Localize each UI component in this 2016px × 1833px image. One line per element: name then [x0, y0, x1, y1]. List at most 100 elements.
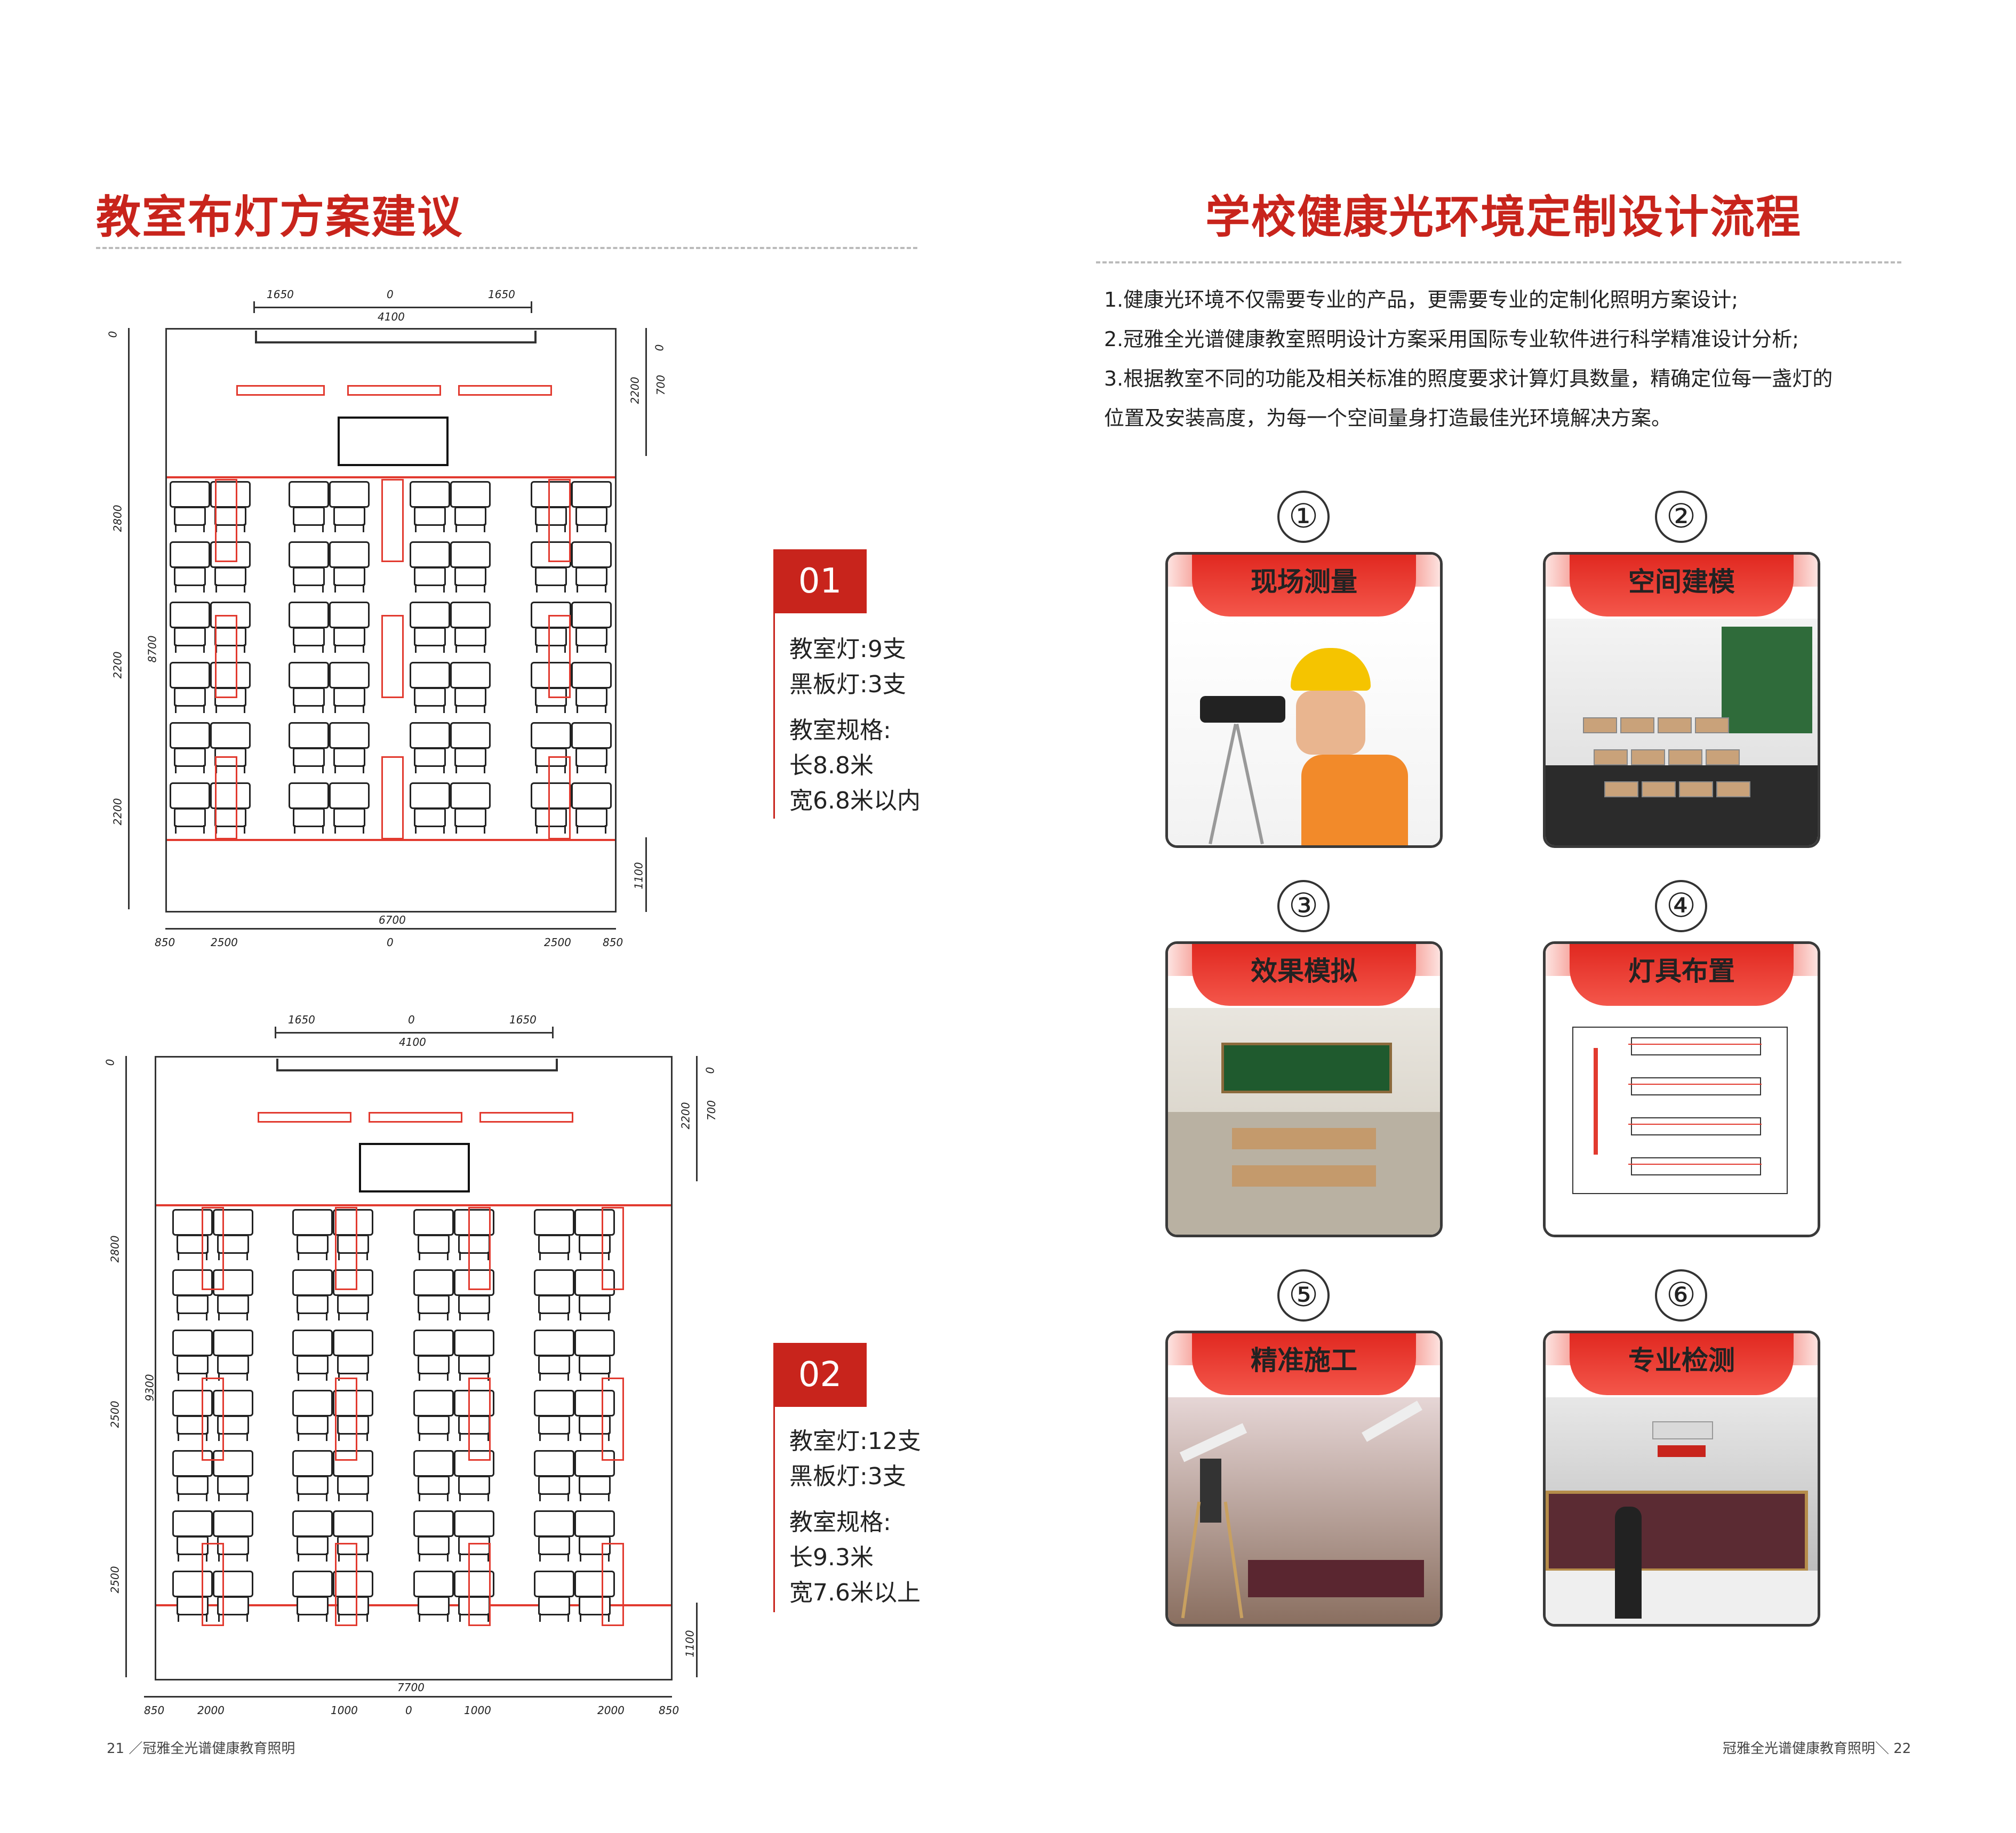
step-number-3: ③: [1277, 880, 1330, 932]
desk: [534, 1450, 574, 1477]
classroom-light: [381, 615, 404, 698]
chair: [297, 1596, 329, 1615]
desk: [450, 722, 491, 749]
step-card-precise-construction: 精准施工: [1165, 1331, 1443, 1627]
chair: [575, 507, 607, 526]
chair: [214, 567, 246, 586]
chair: [535, 567, 567, 586]
classroom-light: [548, 479, 571, 562]
step-label: 灯具布置: [1570, 944, 1794, 1006]
desk: [531, 722, 571, 749]
classroom-light: [215, 756, 237, 839]
desk: [574, 1510, 615, 1537]
chair: [538, 1476, 570, 1495]
chair: [337, 1476, 369, 1495]
chair: [579, 1295, 611, 1314]
blackboard-light: [347, 385, 441, 396]
chair: [174, 748, 206, 767]
right-footer: 冠雅全光谱健康教育照明＼ 22: [1723, 1741, 1911, 1757]
right-page-title: 学校健康光环境定制设计流程: [1205, 191, 1802, 243]
step-number-5: ⑤: [1277, 1269, 1330, 1322]
chair: [579, 1476, 611, 1495]
desk: [534, 1330, 574, 1356]
desk: [413, 1330, 454, 1356]
chair: [333, 507, 365, 526]
desk: [170, 722, 210, 749]
chair: [333, 627, 365, 646]
chair: [214, 808, 246, 827]
desk: [571, 722, 612, 749]
desk: [574, 1390, 615, 1416]
chair: [579, 1596, 611, 1615]
chair: [174, 808, 206, 827]
desk: [410, 602, 450, 628]
chair: [217, 1295, 249, 1314]
desk: [329, 602, 370, 628]
chair: [458, 1355, 490, 1374]
plan-1-spec: 教室灯:9支 黑板灯:3支 教室规格: 长8.8米 宽6.8米以内: [789, 636, 921, 814]
room-outline: [155, 1056, 673, 1680]
chair: [337, 1295, 369, 1314]
desk: [410, 722, 450, 749]
desk: [292, 1269, 333, 1296]
desk: [329, 662, 370, 689]
chair: [538, 1596, 570, 1615]
desk: [534, 1269, 574, 1296]
desk: [292, 1330, 333, 1356]
step-number-1: ①: [1277, 491, 1330, 543]
step-illustration: [1546, 1005, 1818, 1235]
desk: [170, 541, 210, 568]
chair: [458, 1295, 490, 1314]
desk: [413, 1571, 454, 1597]
chair: [297, 1415, 329, 1435]
desk: [571, 662, 612, 689]
left-title-divider: [96, 247, 917, 249]
step-number-2: ②: [1655, 491, 1707, 543]
chair: [454, 808, 486, 827]
desk: [450, 541, 491, 568]
left-footer: 21 ／冠雅全光谱健康教育照明: [107, 1741, 295, 1757]
desk: [289, 782, 329, 809]
chair: [575, 748, 607, 767]
classroom-light: [202, 1543, 224, 1626]
chair: [174, 627, 206, 646]
chair: [414, 687, 446, 707]
desk: [213, 1390, 253, 1416]
classroom-light: [602, 1378, 624, 1461]
classroom-light: [548, 756, 571, 839]
chair: [177, 1596, 209, 1615]
chair: [293, 687, 325, 707]
desk: [170, 602, 210, 628]
chair: [418, 1415, 450, 1435]
chair: [454, 507, 486, 526]
desk: [289, 481, 329, 508]
right-title-divider: [1096, 261, 1901, 263]
chair: [418, 1235, 450, 1254]
classroom-light: [468, 1378, 491, 1461]
desk: [213, 1450, 253, 1477]
chair: [579, 1355, 611, 1374]
desk: [289, 722, 329, 749]
chair: [177, 1415, 209, 1435]
desk: [571, 541, 612, 568]
plan-1-badge: 01: [773, 549, 867, 613]
chair: [217, 1476, 249, 1495]
classroom-light: [335, 1378, 357, 1461]
dim-label: 1650: [267, 288, 294, 301]
chair: [414, 808, 446, 827]
desk: [172, 1269, 213, 1296]
desk: [450, 481, 491, 508]
desk: [450, 782, 491, 809]
chair: [333, 687, 365, 707]
desk: [289, 662, 329, 689]
chair: [454, 627, 486, 646]
desk: [571, 782, 612, 809]
step-card-professional-inspection: 专业检测: [1543, 1331, 1820, 1627]
chair: [337, 1536, 369, 1555]
chair: [418, 1295, 450, 1314]
desk: [292, 1571, 333, 1597]
desk: [333, 1330, 373, 1356]
step-label: 专业检测: [1570, 1333, 1794, 1395]
chair: [217, 1355, 249, 1374]
chair: [418, 1355, 450, 1374]
